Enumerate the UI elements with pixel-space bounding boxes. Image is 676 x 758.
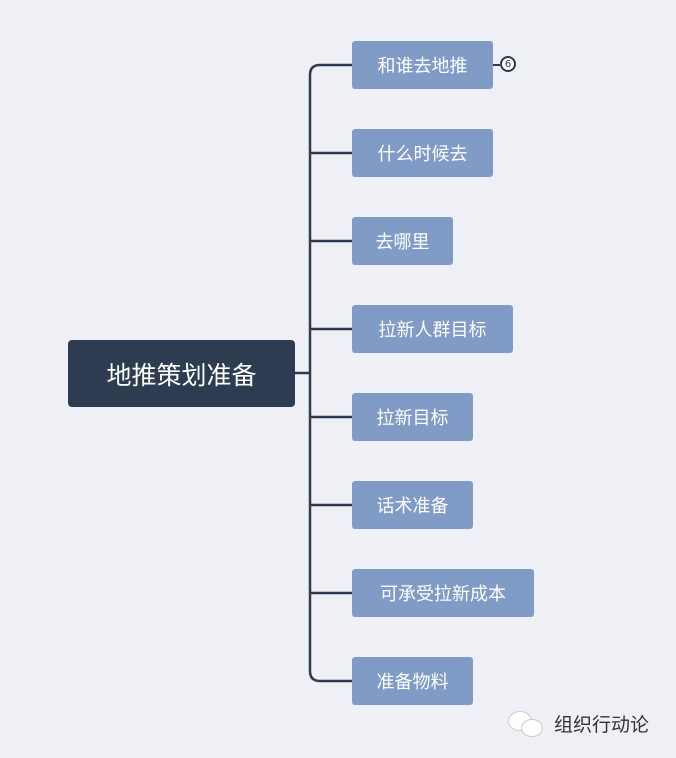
child-node[interactable]: 话术准备	[352, 481, 473, 529]
child-node[interactable]: 什么时候去	[352, 129, 493, 177]
watermark-text: 组织行动论	[554, 714, 650, 736]
child-node[interactable]: 拉新目标	[352, 393, 473, 441]
child-node[interactable]: 去哪里	[352, 217, 453, 265]
child-node[interactable]: 和谁去地推	[352, 41, 493, 89]
collapsed-count-badge[interactable]: 6	[500, 56, 516, 72]
wechat-icon	[508, 710, 544, 737]
child-node[interactable]: 准备物料	[352, 657, 473, 705]
watermark: 组织行动论	[508, 710, 649, 737]
child-node[interactable]: 可承受拉新成本	[352, 569, 534, 617]
child-node[interactable]: 拉新人群目标	[352, 305, 513, 353]
root-node[interactable]: 地推策划准备	[68, 340, 295, 407]
